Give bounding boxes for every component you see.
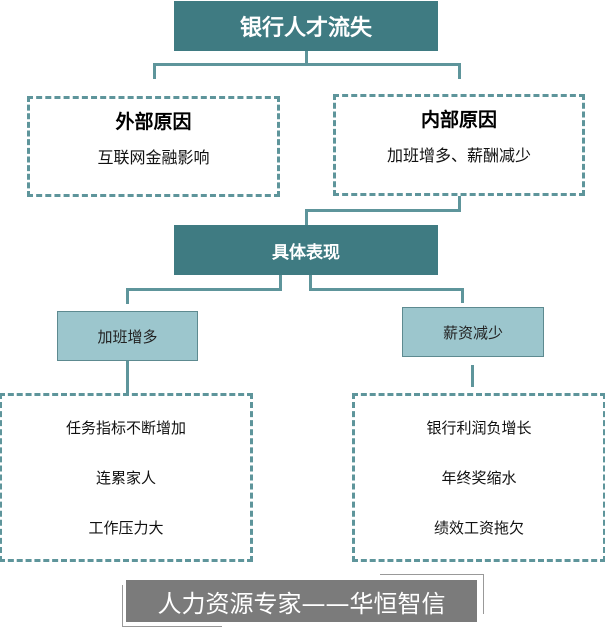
footer-frame (380, 574, 484, 614)
salary-box: 薪资减少 (402, 307, 544, 357)
detail-item: 工作压力大 (88, 519, 164, 538)
connector (153, 63, 156, 79)
connector (461, 288, 464, 303)
connector (305, 209, 461, 212)
connector (458, 196, 461, 211)
connector (471, 365, 474, 387)
internal-heading: 内部原因 (420, 109, 497, 131)
manifestation-box: 具体表现 (174, 225, 438, 275)
connector (305, 209, 308, 225)
detail-item: 绩效工资拖欠 (433, 519, 524, 538)
detail-item: 年终奖缩水 (441, 468, 517, 487)
external-heading: 外部原因 (115, 111, 192, 133)
detail-item: 银行利润负增长 (426, 418, 532, 437)
internal-cause-box: 内部原因 加班增多、薪酬减少 (333, 94, 585, 196)
detail-item: 任务指标不断增加 (65, 418, 186, 437)
internal-text: 加班增多、薪酬减少 (386, 146, 531, 165)
overtime-details-box: 任务指标不断增加 连累家人 工作压力大 (0, 393, 253, 562)
connector (305, 51, 308, 65)
detail-item: 连累家人 (95, 468, 156, 487)
connector (126, 288, 282, 291)
salary-details-box: 银行利润负增长 年终奖缩水 绩效工资拖欠 (352, 393, 605, 562)
overtime-box: 加班增多 (57, 311, 198, 361)
footer-watermark: 人力资源专家——华恒智信 (126, 580, 477, 622)
connector (126, 361, 129, 394)
title-box: 银行人才流失 (174, 1, 438, 51)
footer-frame (122, 585, 222, 627)
connector (309, 288, 464, 291)
external-cause-box: 外部原因 互联网金融影响 (27, 96, 280, 197)
connector (458, 63, 461, 79)
connector (153, 63, 461, 66)
external-text: 互联网金融影响 (97, 148, 210, 167)
connector (279, 275, 282, 291)
connector (309, 275, 312, 291)
connector (126, 288, 129, 304)
